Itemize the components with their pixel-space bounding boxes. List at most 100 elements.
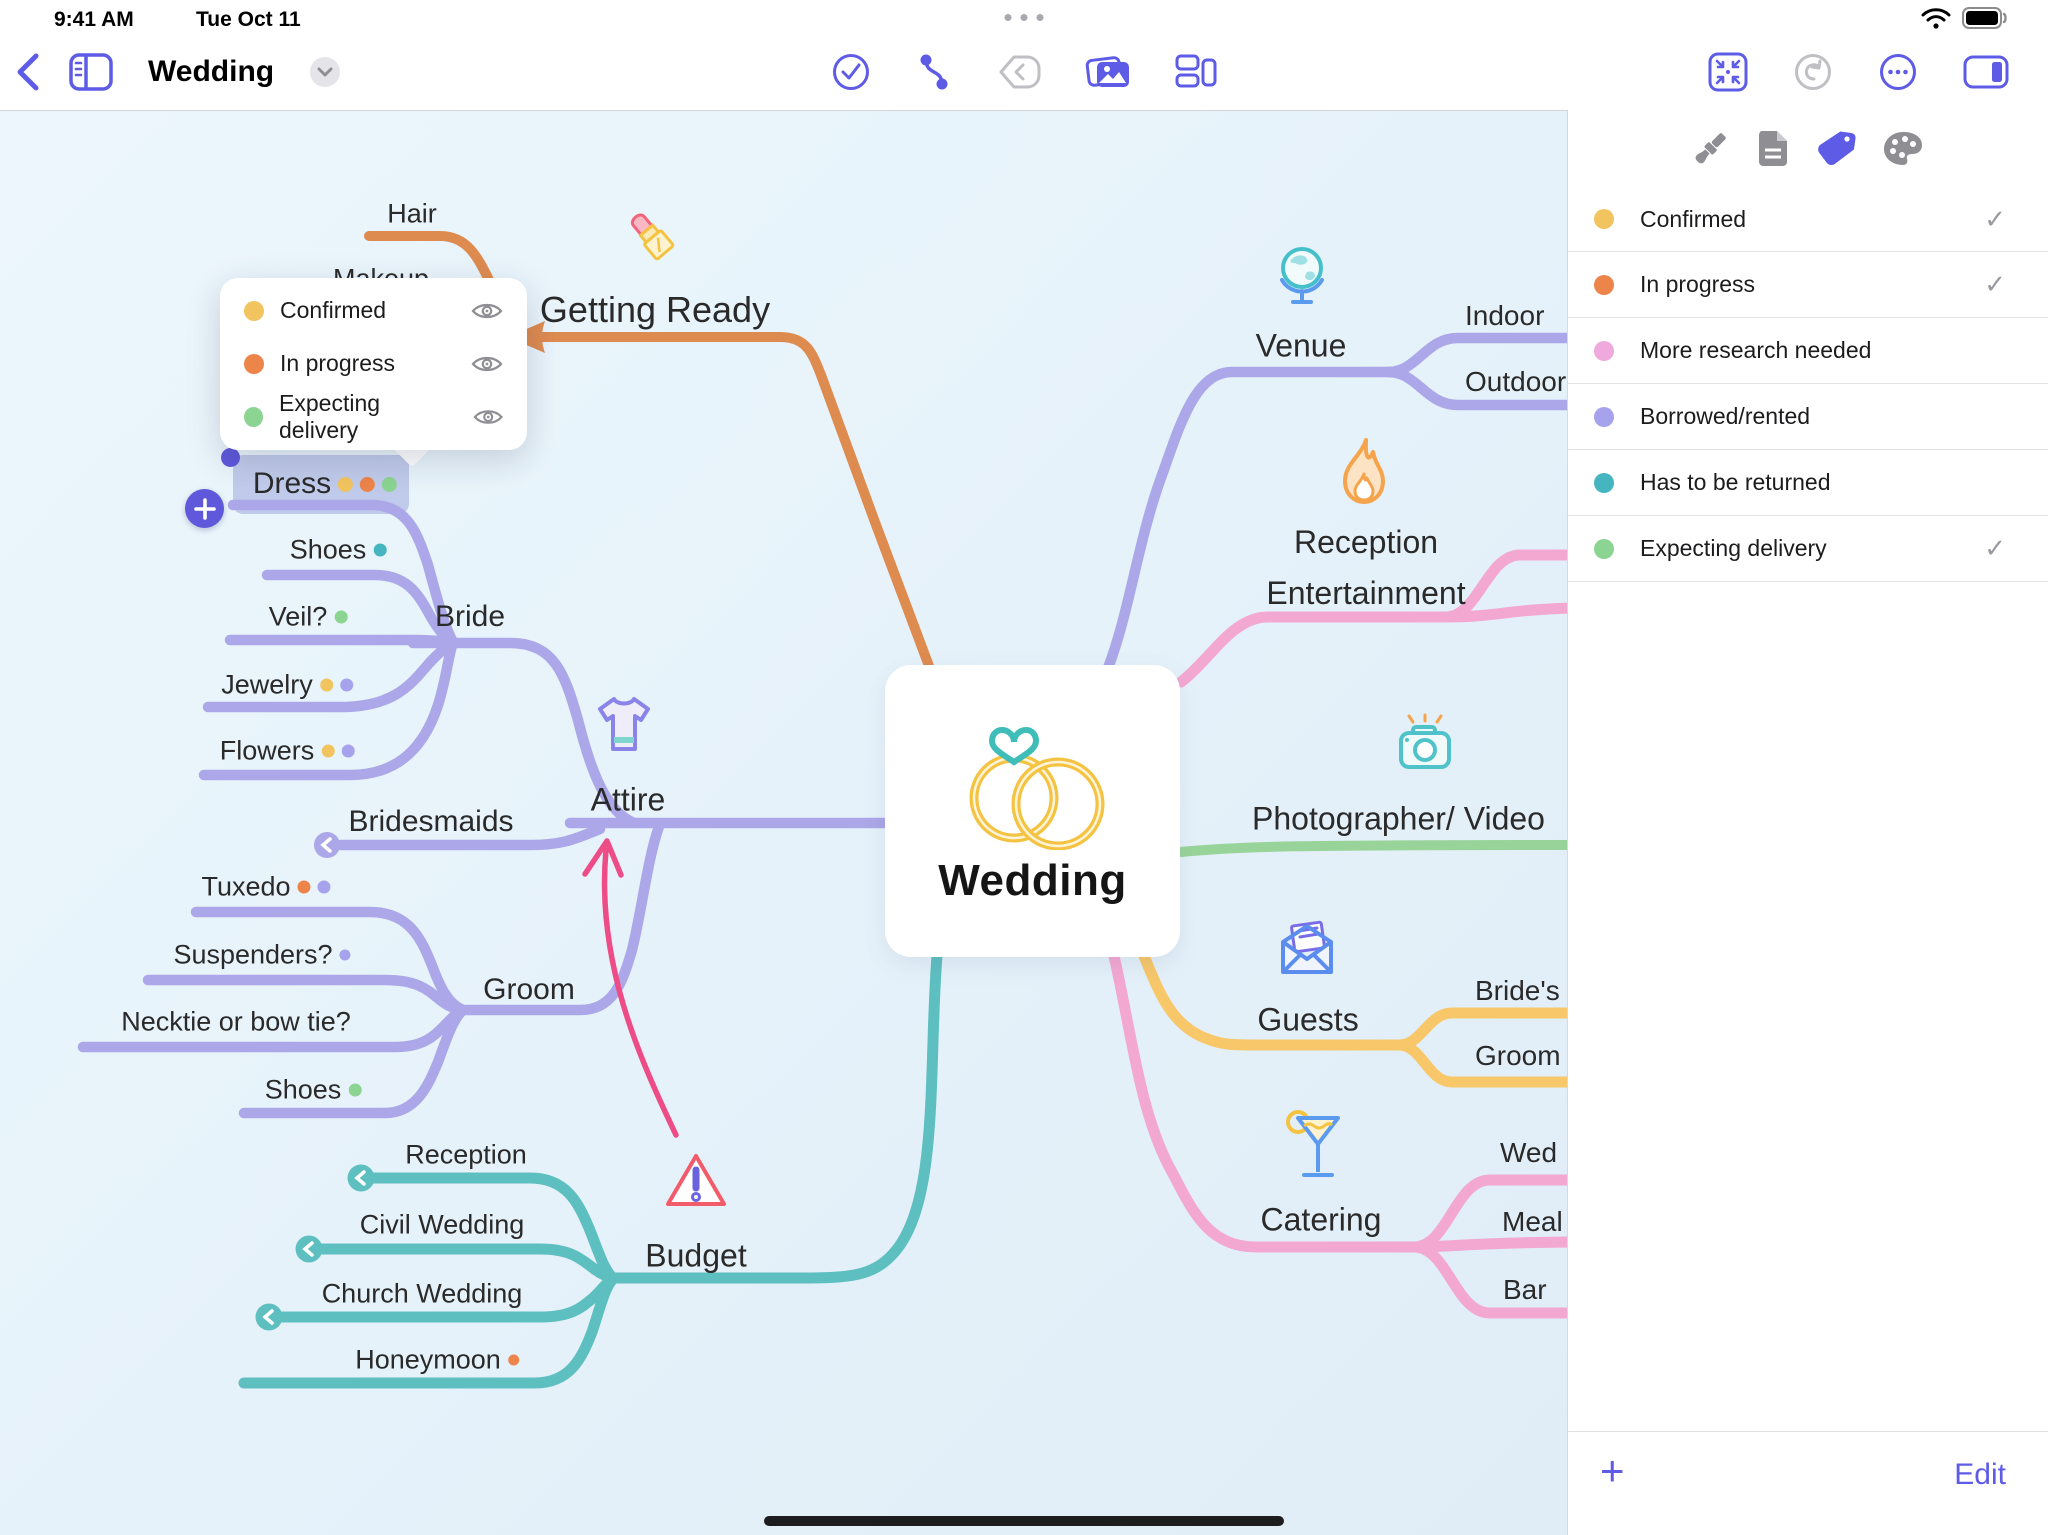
branch-getting-ready [511,332,934,671]
globe-icon [1280,247,1324,304]
node-bar[interactable]: Bar [1503,1274,1547,1305]
node-civil-wedding[interactable]: Civil Wedding [359,1209,525,1240]
home-indicator[interactable] [764,1516,1284,1526]
node-necktie[interactable]: Necktie or bow tie? [121,1006,351,1037]
tag-color-dot [1594,274,1614,295]
tag-row-expecting-delivery[interactable]: Expecting delivery ✓ [1568,516,2048,582]
tag-dot-returned [373,543,387,557]
undo-button-disabled[interactable] [1792,51,1834,93]
checkmark: ✓ [1984,203,2006,234]
relationship-arrow [582,838,679,1138]
task-checkmark-button[interactable] [830,51,872,93]
node-guests[interactable]: Guests [1257,1001,1359,1038]
node-attire[interactable]: Attire [590,781,666,818]
tag-color-dot [1594,209,1614,229]
zoom-fit-button[interactable] [1707,51,1749,93]
document-title[interactable]: Wedding [148,55,275,88]
node-veil[interactable]: Veil? [269,602,348,633]
node-reception[interactable]: Reception [405,1139,527,1170]
collapse-chevrons [255,832,375,1331]
node-dress[interactable]: Dress [253,467,398,501]
panel-toggle-button[interactable] [1962,53,2010,91]
multitask-indicator[interactable] [1004,14,1044,21]
node-shoes-groom[interactable]: Shoes [265,1075,362,1106]
node-catering[interactable]: Catering [1260,1201,1382,1238]
popup-row-in-progress[interactable]: In progress [220,337,527,390]
inspector-tabs [1568,110,2048,186]
node-reception-entertainment[interactable]: Reception Entertainment [1266,523,1466,611]
node-shoes-bride[interactable]: Shoes [290,535,387,566]
cocktail-icon [1286,1110,1340,1177]
eye-icon[interactable] [471,300,503,322]
notes-document-tab[interactable] [1755,128,1791,168]
back-tag-button-disabled[interactable] [996,52,1042,92]
branch-budget [604,950,943,1284]
eye-icon[interactable] [471,353,503,375]
node-groom[interactable]: Groom [483,973,575,1006]
node-hair[interactable]: Hair [387,198,437,229]
central-node-wedding[interactable]: Wedding [885,665,1180,957]
selection-handle[interactable] [221,448,240,467]
date: Tue Oct 11 [196,8,301,31]
node-grooms-side[interactable]: Groom [1475,1040,1561,1071]
node-jewelry[interactable]: Jewelry [221,670,353,701]
tag-row-confirmed[interactable]: Confirmed ✓ [1568,186,2048,252]
theme-palette-tab[interactable] [1881,128,1925,168]
envelope-icon [1281,920,1333,974]
node-photographer-video[interactable]: Photographer/ Video [1252,800,1545,837]
branch-photographer [1176,840,1577,857]
node-bridesmaids[interactable]: Bridesmaids [348,805,514,838]
tag-dot-expecting-delivery [382,476,398,492]
back-button[interactable] [14,51,42,93]
sidebar-toggle-icon[interactable] [68,52,114,92]
layout-button[interactable] [1174,53,1218,91]
more-options-button[interactable] [1877,51,1919,93]
tags-tab-selected[interactable] [1815,128,1857,168]
photos-button[interactable] [1084,52,1132,92]
node-meal[interactable]: Meal [1502,1206,1563,1237]
add-tag-button[interactable]: + [1600,1447,1625,1494]
popup-row-expecting-delivery[interactable]: Expecting delivery [220,390,527,444]
node-budget[interactable]: Budget [645,1237,747,1274]
eye-icon[interactable] [473,406,503,428]
branch-venue [1102,366,1394,674]
wifi-icon [1921,8,1951,29]
edit-tags-button[interactable]: Edit [1954,1458,2006,1491]
mindmap-branches [77,231,1578,1389]
connection-button[interactable] [914,51,954,93]
branch-collapse-arrow [509,321,545,353]
tag-row-returned[interactable]: Has to be returned [1568,450,2048,516]
node-indoor[interactable]: Indoor [1465,300,1545,331]
tag-dot-expecting-delivery [334,610,348,624]
tag-row-borrowed[interactable]: Borrowed/rented [1568,384,2048,450]
tag-dot-in-progress [244,353,264,374]
tag-color-dot [1594,406,1614,427]
tag-row-in-progress[interactable]: In progress ✓ [1568,252,2048,318]
tag-dot-in-progress [507,1354,519,1366]
title-menu-button[interactable] [310,57,341,87]
node-getting-ready[interactable]: Getting Ready [539,289,771,330]
status-bar: 9:41 AM Tue Oct 11 [0,0,2048,34]
tag-dot-borrowed [317,880,331,894]
node-brides-side[interactable]: Bride's [1475,975,1560,1006]
tag-popup: Confirmed In progress Expecting delivery [220,278,527,450]
node-church-wedding[interactable]: Church Wedding [321,1278,523,1309]
node-honeymoon[interactable]: Honeymoon [355,1345,519,1376]
add-child-button[interactable] [185,489,224,528]
checkmark: ✓ [1984,533,2006,563]
panel-footer: + Edit [1568,1431,2048,1535]
node-tuxedo[interactable]: Tuxedo [201,872,331,903]
node-venue[interactable]: Venue [1255,327,1347,364]
header: 9:41 AM Tue Oct 11 [0,0,2048,111]
node-wedding-cake[interactable]: Wed [1500,1137,1558,1168]
node-bride[interactable]: Bride [434,600,506,633]
node-flowers[interactable]: Flowers [220,736,355,767]
style-brush-tab[interactable] [1691,128,1731,168]
tag-dot-borrowed [339,678,353,692]
node-outdoor[interactable]: Outdoor [1465,366,1567,397]
tag-dot-confirmed [319,678,333,692]
node-suspenders[interactable]: Suspenders? [173,940,351,971]
camera-icon [1399,713,1451,769]
popup-row-confirmed[interactable]: Confirmed [220,284,527,337]
tag-row-more-research[interactable]: More research needed [1568,318,2048,384]
